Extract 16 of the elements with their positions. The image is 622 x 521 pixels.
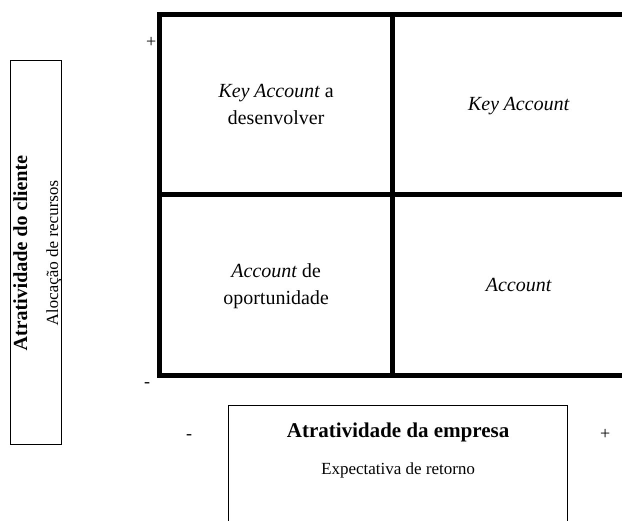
axis-sign: - (186, 424, 192, 442)
quadrant-label: Key Account a desenvolver (217, 78, 335, 130)
matrix-grid (157, 12, 622, 378)
axis-sign: + (600, 424, 610, 442)
quadrant-label: Account de oportunidade (222, 259, 330, 311)
axis-title: Atratividade da empresa (286, 418, 510, 443)
axis-box (10, 60, 62, 445)
axis-title: Atratividade do cliente (10, 154, 32, 350)
quadrant-label: Account (486, 272, 552, 298)
axis-sign: - (144, 372, 150, 390)
axis-sign: + (146, 32, 156, 50)
quadrant-label: Key Account (468, 92, 570, 117)
axis-box (228, 405, 568, 521)
axis-subtitle: Alocação de recursos (42, 180, 62, 326)
axis-subtitle: Expectativa de retorno (321, 459, 475, 479)
matrix-cell (162, 17, 395, 197)
